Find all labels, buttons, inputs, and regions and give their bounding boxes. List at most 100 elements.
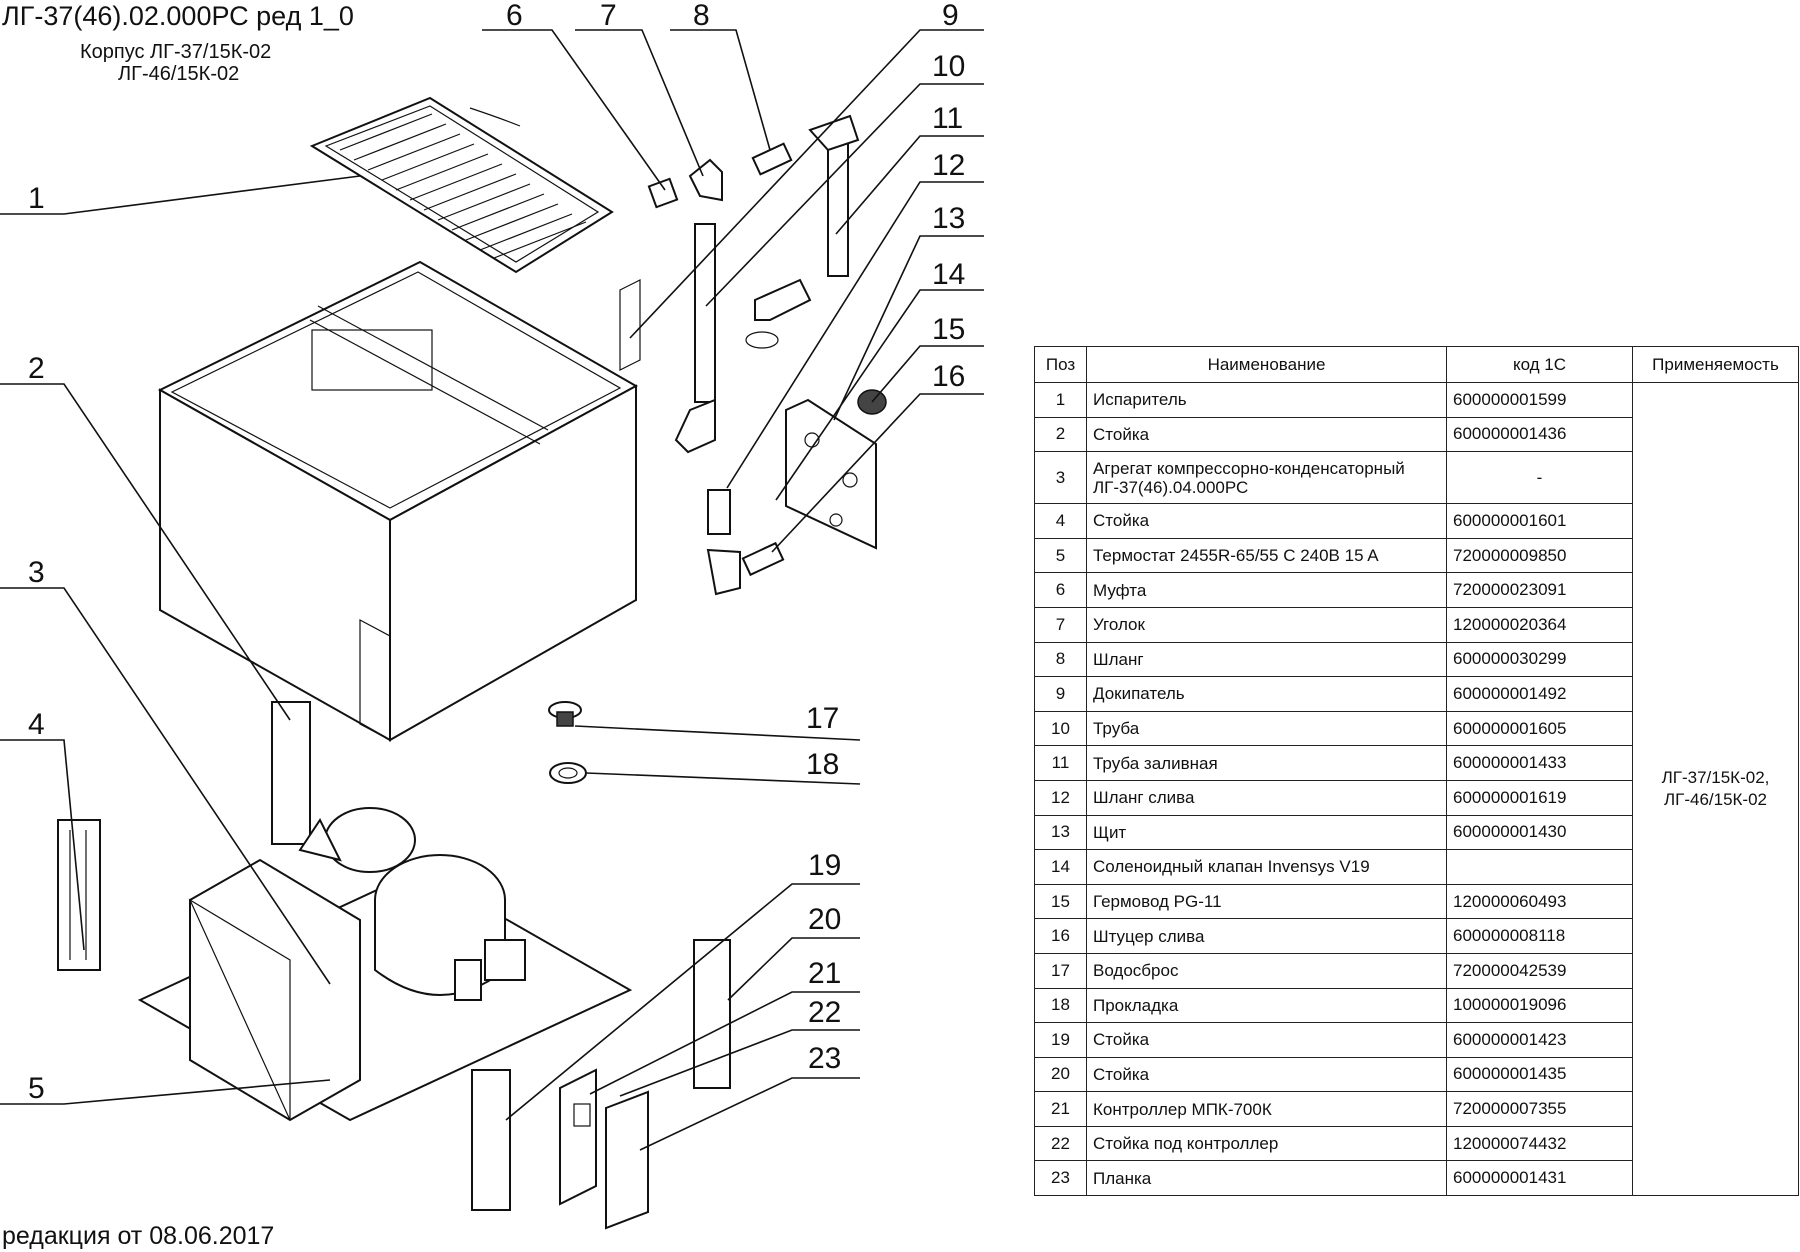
revision-date: редакция от 08.06.2017 xyxy=(2,1222,275,1250)
cell-pos: 22 xyxy=(1034,1125,1087,1162)
cell-name: Труба заливная xyxy=(1086,745,1447,781)
cell-pos: 20 xyxy=(1034,1056,1087,1093)
callout-10: 10 xyxy=(932,50,965,83)
cell-name: Шланг xyxy=(1086,641,1447,678)
cell-code: 600000001601 xyxy=(1446,503,1633,539)
cell-name: Термостат 2455R-65/55 C 240B 15 A xyxy=(1086,537,1447,574)
header-name: Наименование xyxy=(1086,346,1447,383)
callout-2: 2 xyxy=(28,352,45,385)
cell-pos: 3 xyxy=(1034,451,1087,505)
cell-pos: 7 xyxy=(1034,606,1087,643)
applicability-line-2: ЛГ-46/15К-02 xyxy=(1663,790,1768,810)
cell-code: 720000023091 xyxy=(1446,572,1633,608)
cell-code: - xyxy=(1446,451,1633,505)
cell-code: 600000001599 xyxy=(1446,382,1633,418)
cell-pos: 15 xyxy=(1034,883,1087,920)
cell-name: Стойка под контроллер xyxy=(1086,1125,1447,1162)
subtitle-line-1: Корпус ЛГ-37/15К-02 xyxy=(80,41,272,63)
cell-code: 600000008118 xyxy=(1446,918,1633,954)
cell-code xyxy=(1446,849,1633,885)
cell-name: Докипатель xyxy=(1086,676,1447,712)
cell-pos: 21 xyxy=(1034,1091,1087,1127)
callout-15: 15 xyxy=(932,313,965,346)
callout-12: 12 xyxy=(932,149,965,182)
callout-4: 4 xyxy=(28,708,45,741)
header-pos: Поз xyxy=(1034,346,1087,383)
piping-parts xyxy=(647,114,860,596)
cell-name: Контроллер МПК-700К xyxy=(1086,1091,1447,1127)
cell-name: Стойка xyxy=(1086,1022,1447,1058)
cell-name: Стойка xyxy=(1086,1056,1447,1093)
cell-code: 120000020364 xyxy=(1446,606,1633,643)
cell-name: Прокладка xyxy=(1086,987,1447,1024)
cell-code: 120000074432 xyxy=(1446,1125,1633,1162)
cell-pos: 4 xyxy=(1034,503,1087,539)
callout-18: 18 xyxy=(806,748,839,781)
evaporator-part xyxy=(309,96,614,274)
cell-code: 600000001435 xyxy=(1446,1056,1633,1093)
controller-stands xyxy=(471,939,731,1230)
callout-23: 23 xyxy=(808,1042,841,1075)
callout-20: 20 xyxy=(808,903,841,936)
cell-pos: 1 xyxy=(1034,382,1087,418)
cell-name: Стойка xyxy=(1086,503,1447,539)
cell-code: 600000001605 xyxy=(1446,710,1633,747)
callout-11: 11 xyxy=(932,102,963,135)
callout-5: 5 xyxy=(28,1072,45,1105)
table-header-row: Поз Наименование код 1С Применяемость xyxy=(1034,346,1799,383)
callout-9: 9 xyxy=(942,0,959,32)
callout-21: 21 xyxy=(808,957,841,990)
cell-name: Шланг слива xyxy=(1086,779,1447,816)
callout-22: 22 xyxy=(808,996,841,1029)
cell-code: 600000001492 xyxy=(1446,676,1633,712)
cell-pos: 6 xyxy=(1034,572,1087,608)
cell-pos: 2 xyxy=(1034,416,1087,453)
cell-name: Штуцер слива xyxy=(1086,918,1447,954)
cell-pos: 19 xyxy=(1034,1022,1087,1058)
cell-name: Соленоидный клапан Invensys V19 xyxy=(1086,849,1447,885)
cell-pos: 11 xyxy=(1034,745,1087,781)
callout-6: 6 xyxy=(506,0,523,32)
condensing-unit-part xyxy=(137,807,633,1122)
callout-16: 16 xyxy=(932,360,965,393)
callout-17: 17 xyxy=(806,702,839,735)
cell-name: Стойка xyxy=(1086,416,1447,453)
cell-pos: 12 xyxy=(1034,779,1087,816)
cell-pos: 8 xyxy=(1034,641,1087,678)
callout-14: 14 xyxy=(932,258,965,291)
cell-code: 600000030299 xyxy=(1446,641,1633,678)
cell-name: Испаритель xyxy=(1086,382,1447,418)
cell-applicability: ЛГ-37/15К-02,ЛГ-46/15К-02 xyxy=(1632,381,1799,1197)
cell-name: Труба xyxy=(1086,710,1447,747)
callout-1: 1 xyxy=(28,182,45,215)
callout-8: 8 xyxy=(693,0,710,32)
cell-name: Гермовод PG-11 xyxy=(1086,883,1447,920)
cell-code: 600000001433 xyxy=(1446,745,1633,781)
callout-19: 19 xyxy=(808,849,841,882)
cell-pos: 14 xyxy=(1034,849,1087,885)
cell-name: Муфта xyxy=(1086,572,1447,608)
cell-name: Агрегат компрессорно-конденсаторный ЛГ-3… xyxy=(1086,451,1447,505)
cell-pos: 16 xyxy=(1034,918,1087,954)
document-code: ЛГ-37(46).02.000РС ред 1_0 xyxy=(2,1,354,31)
cell-code: 600000001431 xyxy=(1446,1160,1633,1197)
stand-4-part xyxy=(57,819,101,971)
callout-3: 3 xyxy=(28,556,45,589)
